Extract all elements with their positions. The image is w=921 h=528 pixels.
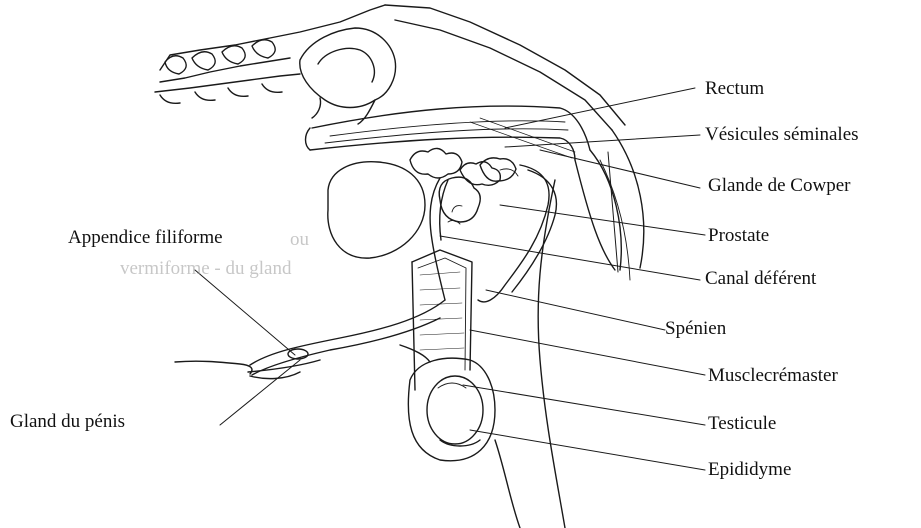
label-vermiforme-du-gland: vermiforme - du gland	[120, 258, 291, 280]
body-outline	[495, 130, 644, 528]
label-prostate: Prostate	[708, 225, 769, 247]
label-gland-du-penis: Gland du pénis	[10, 411, 125, 433]
bladder-shape	[328, 162, 425, 258]
seminal-vesicles-shape	[410, 148, 500, 185]
label-glande-de-cowper: Glande de Cowper	[708, 175, 850, 197]
testicle-shape	[408, 250, 495, 461]
label-appendice-filiforme: Appendice filiforme	[68, 227, 223, 249]
label-epididyme: Epididyme	[708, 459, 791, 481]
label-testicule: Testicule	[708, 413, 776, 435]
cowper-gland-shape	[480, 158, 518, 181]
label-appendice-ou: ou	[290, 229, 309, 251]
pelvis	[300, 28, 396, 124]
label-vesicules-seminales: Vésicules séminales	[705, 124, 859, 146]
label-rectum: Rectum	[705, 78, 764, 100]
label-muscle-cremaster: Musclecrémaster	[708, 365, 838, 387]
canal-deferent-shape	[430, 165, 556, 302]
spine	[155, 5, 625, 130]
penis-shape	[175, 300, 445, 379]
label-spenien: Spénien	[665, 318, 726, 340]
label-canal-deferent: Canal déférent	[705, 268, 816, 290]
